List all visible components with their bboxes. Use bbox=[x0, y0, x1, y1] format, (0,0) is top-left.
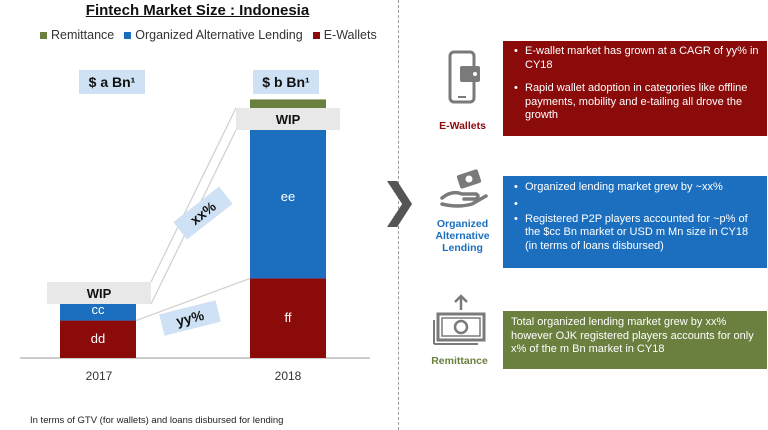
hand-money-icon bbox=[440, 169, 488, 208]
legend-label-lending: Organized Alternative Lending bbox=[135, 28, 303, 42]
legend-item-lending: Organized Alternative Lending bbox=[124, 28, 303, 42]
segment-label-2017-organized-alternative-lending: cc bbox=[91, 302, 105, 318]
growth-label-ewallets-text: yy% bbox=[174, 307, 206, 329]
x-tick-2017: 2017 bbox=[85, 369, 113, 383]
legend-swatch-remittance bbox=[40, 31, 47, 39]
wallet-phone-icon bbox=[448, 50, 480, 104]
panel-label-remittance: Remittance bbox=[431, 355, 488, 367]
growth-label-lending-box bbox=[173, 186, 233, 240]
bar-2018-organized-alternative-lending bbox=[250, 114, 326, 279]
growth-label-ewallets: yy% bbox=[159, 300, 221, 336]
connector-top bbox=[150, 107, 237, 283]
footnote: In terms of GTV (for wallets) and loans … bbox=[30, 415, 284, 426]
ewallets-bullet-1: E-wallet market has grown at a CAGR of y… bbox=[511, 45, 759, 72]
segment-label-2018-e-wallets: ff bbox=[284, 310, 292, 326]
cash-transfer-icon bbox=[433, 294, 486, 345]
x-tick-2018: 2018 bbox=[274, 369, 302, 383]
lending-card: Organized lending market grew by ~xx% Re… bbox=[503, 176, 767, 268]
chart-title: Fintech Market Size : Indonesia bbox=[85, 2, 310, 19]
section-divider bbox=[398, 0, 399, 430]
legend-item-remittance: Remittance bbox=[40, 28, 114, 42]
stacked-bar-chart: WIP WIP xx% yy% bbox=[20, 99, 370, 359]
chart-legend: Remittance Organized Alternative Lending… bbox=[40, 28, 377, 42]
lending-bullet-3: Registered P2P players accounted for ~p%… bbox=[511, 213, 759, 254]
remittance-text: Total organized lending market grew by x… bbox=[511, 316, 754, 356]
ewallets-bullet-2: Rapid wallet adoption in categories like… bbox=[511, 82, 759, 123]
lending-bullet-2 bbox=[511, 198, 759, 212]
bar-2017-organized-alternative-lending bbox=[60, 299, 136, 321]
ewallets-card: E-wallet market has grown at a CAGR of y… bbox=[503, 41, 767, 136]
connector-ewallets bbox=[135, 277, 251, 322]
remittance-card: Total organized lending market grew by x… bbox=[503, 311, 767, 369]
chevron-right-icon: ❯ bbox=[380, 174, 419, 226]
wip-box-2017 bbox=[47, 282, 151, 304]
bar-2018-e-wallets bbox=[250, 278, 326, 358]
growth-label-ewallets-box bbox=[159, 300, 221, 336]
legend-label-ewallets: E-Wallets bbox=[323, 28, 377, 42]
legend-label-remittance: Remittance bbox=[51, 28, 115, 42]
panel-label-ewallets: E-Wallets bbox=[439, 120, 486, 132]
total-2017: $ a Bn¹ bbox=[79, 70, 145, 94]
total-2018: $ b Bn¹ bbox=[253, 70, 319, 94]
segment-label-2017-e-wallets: dd bbox=[90, 331, 106, 347]
legend-swatch-ewallets bbox=[312, 31, 320, 39]
growth-label-lending: xx% bbox=[173, 186, 233, 240]
legend-swatch-lending bbox=[124, 31, 132, 39]
wip-label-2017: WIP bbox=[87, 286, 112, 301]
legend-item-ewallets: E-Wallets bbox=[312, 28, 377, 42]
wip-box-2018 bbox=[236, 108, 340, 130]
lending-bullet-1: Organized lending market grew by ~xx% bbox=[511, 181, 759, 195]
wip-label-2018: WIP bbox=[276, 112, 301, 127]
panel-label-lending: Organized Alternative Lending bbox=[435, 218, 490, 254]
segment-label-2018-organized-alternative-lending: ee bbox=[280, 188, 296, 204]
bar-2017-e-wallets bbox=[60, 320, 136, 358]
